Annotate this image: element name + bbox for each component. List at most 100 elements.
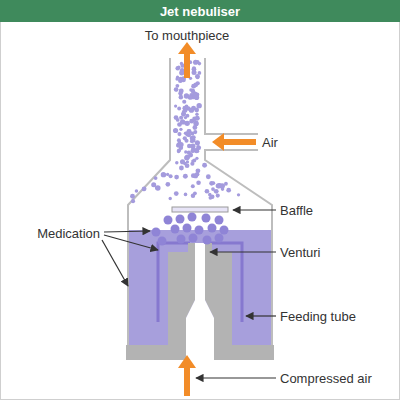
title-band: Jet nebuliser <box>0 0 400 22</box>
droplet <box>224 182 228 186</box>
droplet <box>194 94 199 99</box>
droplet <box>194 95 199 100</box>
droplet <box>179 116 183 120</box>
droplet <box>193 120 198 125</box>
droplet <box>155 185 160 190</box>
air-inlet <box>186 318 214 360</box>
droplet <box>174 87 178 91</box>
droplet <box>191 135 195 139</box>
droplet <box>203 236 212 245</box>
droplet <box>184 155 189 160</box>
droplet <box>175 161 178 164</box>
droplet <box>152 228 161 237</box>
droplet <box>183 174 188 179</box>
droplets <box>130 60 240 246</box>
droplet <box>166 173 169 176</box>
droplet <box>215 216 224 225</box>
droplet <box>179 146 183 150</box>
droplet <box>184 150 187 153</box>
droplet <box>192 66 196 70</box>
droplet <box>195 116 200 121</box>
droplet <box>194 108 199 113</box>
droplet <box>180 159 185 164</box>
droplet <box>179 128 182 131</box>
droplet <box>190 131 194 135</box>
droplet <box>193 82 198 87</box>
droplet <box>169 197 172 200</box>
part-label: Air <box>262 135 278 150</box>
droplet <box>177 235 186 244</box>
droplet <box>174 191 179 196</box>
droplet <box>130 194 135 199</box>
droplet <box>205 189 210 194</box>
part-label: Feeding tube <box>280 309 356 324</box>
droplet <box>208 224 217 233</box>
droplet <box>174 115 179 120</box>
droplet <box>195 74 200 79</box>
droplet <box>178 140 182 144</box>
droplet <box>171 225 180 234</box>
droplet <box>175 77 178 80</box>
droplet <box>177 122 182 127</box>
droplet <box>216 194 220 198</box>
droplet <box>179 89 184 94</box>
droplet <box>166 182 171 187</box>
droplet <box>193 148 197 152</box>
droplet <box>176 215 185 224</box>
droplet <box>191 184 195 188</box>
droplet <box>185 139 189 143</box>
droplet <box>175 66 180 71</box>
droplet <box>196 168 201 173</box>
droplet <box>193 191 197 195</box>
droplet <box>173 128 178 133</box>
droplet <box>131 199 135 203</box>
droplet <box>169 174 173 178</box>
droplet <box>198 62 202 66</box>
droplet <box>192 159 196 163</box>
droplet <box>202 214 211 223</box>
droplet <box>193 173 198 178</box>
droplet <box>152 183 156 187</box>
droplet <box>185 105 189 109</box>
droplet <box>155 186 159 190</box>
droplet <box>158 237 167 246</box>
droplet <box>164 216 173 225</box>
droplet <box>193 60 198 65</box>
part-label: Medication <box>37 226 100 241</box>
part-label: Venturi <box>280 245 320 260</box>
droplet <box>202 163 207 168</box>
droplet <box>206 174 211 179</box>
baffle <box>172 207 228 212</box>
droplet <box>177 107 181 111</box>
droplet <box>187 144 192 149</box>
droplet <box>184 193 188 197</box>
droplet <box>226 188 231 193</box>
droplet <box>174 175 179 180</box>
droplet <box>209 196 213 200</box>
droplet <box>192 70 197 75</box>
droplet <box>196 145 201 150</box>
droplet <box>135 189 138 192</box>
droplet <box>183 121 187 125</box>
droplet <box>183 224 192 233</box>
droplet <box>179 95 184 100</box>
droplet <box>212 181 216 185</box>
droplet <box>177 132 181 136</box>
droplet <box>188 95 192 99</box>
part-label: Compressed air <box>280 371 372 386</box>
droplet <box>220 226 229 235</box>
leader-lines <box>102 210 276 378</box>
droplet <box>179 70 184 75</box>
droplet <box>161 172 166 177</box>
venturi-channel <box>195 243 205 303</box>
part-label: Baffle <box>280 203 313 218</box>
droplet <box>142 187 146 191</box>
droplet <box>174 104 177 107</box>
droplet <box>196 103 201 108</box>
droplet <box>186 114 190 118</box>
droplet <box>195 226 204 235</box>
droplet <box>195 140 200 145</box>
